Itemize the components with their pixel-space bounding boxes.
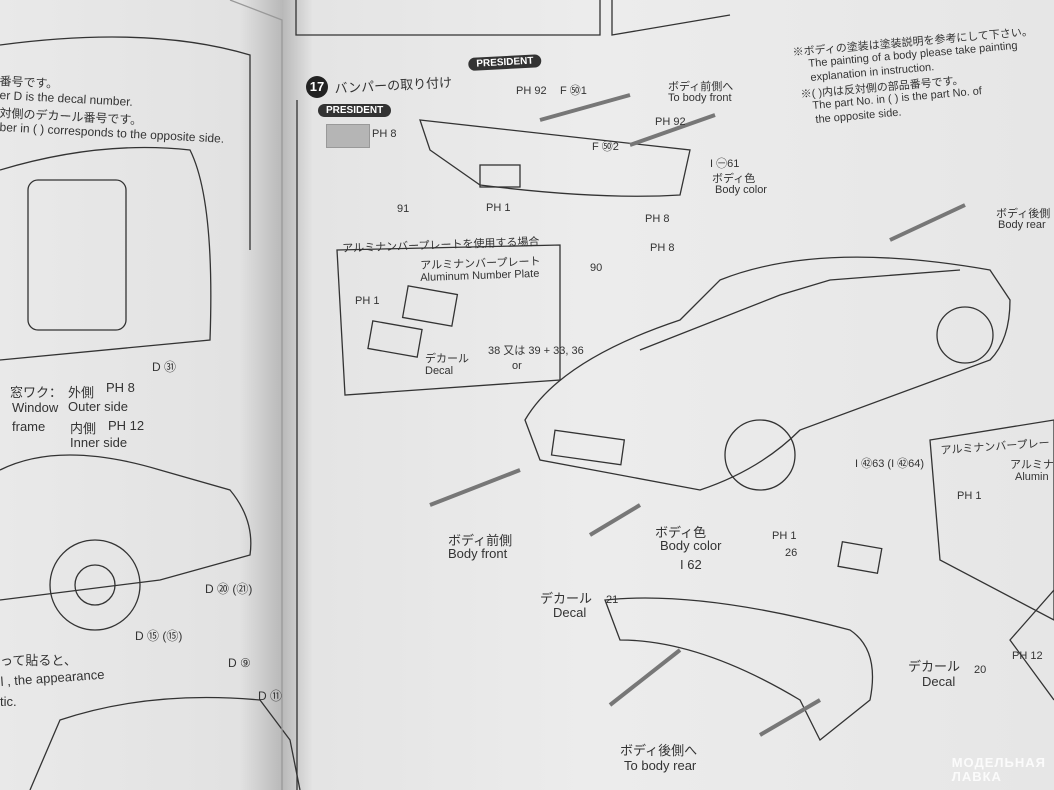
front-bumper <box>419 119 691 197</box>
main-car <box>524 256 1011 491</box>
decal-plate <box>367 320 423 358</box>
inset-label: Alumin <box>1015 471 1049 483</box>
front-wheel <box>724 419 796 491</box>
decal-label: D ⑨ <box>228 656 251 670</box>
grille <box>550 429 626 466</box>
label: デカール <box>908 659 961 674</box>
assembly-arrows <box>429 93 966 737</box>
part-label: 90 <box>590 262 603 274</box>
inset-label: or <box>512 360 522 372</box>
label: ボディ色 <box>655 525 707 540</box>
rear-window <box>27 179 127 331</box>
decal-label: D ⑳ (㉑) <box>205 582 253 596</box>
inset-label: Decal <box>425 365 454 377</box>
part-label: PH 1 <box>355 295 380 307</box>
part-label: PH 92 <box>516 85 547 97</box>
watermark-logo: МОДЕЛЬНАЯ ЛАВКА <box>952 756 1046 784</box>
rear-car <box>29 696 301 790</box>
part-label: PH 1 <box>957 490 982 502</box>
decal-label: D ㉛ <box>152 360 177 374</box>
part-label: I 62 <box>680 557 702 572</box>
car-wheel-hub <box>74 564 116 606</box>
rear-wheel <box>936 306 994 364</box>
decal-label: D ⑮ (⑮) <box>135 629 183 643</box>
rear-window-car <box>0 146 212 361</box>
part-label: F ㊿1 <box>560 85 587 97</box>
president-badge: PRESIDENT <box>318 104 392 117</box>
left-note-box <box>0 36 251 250</box>
label: 内側 <box>70 421 97 436</box>
left-page <box>0 0 282 790</box>
label: frame <box>12 419 46 434</box>
label: Inner side <box>70 435 128 450</box>
label: Body front <box>448 546 508 561</box>
part-label: F ㊿2 <box>592 141 619 153</box>
label: Body rear <box>998 219 1046 231</box>
label: To body rear <box>624 758 697 773</box>
car-roofline <box>639 269 961 351</box>
inset-label: デカール <box>425 353 469 365</box>
inset-label: アルミナ <box>1010 459 1054 471</box>
part-label: I ㊷63 (I ㊷64) <box>855 458 925 470</box>
label: ボディ色 <box>712 173 756 185</box>
car-wheel <box>49 539 141 631</box>
label: ボディ前側 <box>448 533 513 548</box>
color-swatch <box>326 124 370 148</box>
aluminum-plate <box>401 285 459 327</box>
watermark-line: МОДЕЛЬНАЯ <box>951 755 1046 770</box>
part-label: PH 8 <box>372 128 397 140</box>
part-label: PH 8 <box>650 242 675 254</box>
right-edge-part <box>1009 589 1054 701</box>
rear-plate-part <box>837 540 883 575</box>
part-label: PH 8 <box>106 380 135 395</box>
part-label: 20 <box>974 664 987 676</box>
part-label: 26 <box>785 547 798 559</box>
side-car <box>0 454 252 601</box>
decal-label: D ⑪ <box>258 689 283 703</box>
label: 外側 <box>68 385 95 400</box>
label: ボディ後側へ <box>620 743 698 758</box>
number-plate-part <box>479 164 521 188</box>
label: Body color <box>715 184 767 196</box>
part-label: PH 1 <box>772 530 797 542</box>
label: 窓ワク： <box>10 385 63 400</box>
label: ボディ前側へ <box>668 81 734 93</box>
label: って貼ると、 <box>0 653 77 668</box>
part-label: PH 92 <box>655 116 686 128</box>
part-label: PH 12 <box>108 418 145 433</box>
part-label: PH 12 <box>1012 650 1043 662</box>
label: Decal <box>553 605 587 620</box>
part-label: PH 8 <box>645 213 670 225</box>
part-label: 91 <box>397 203 410 215</box>
label: デカール <box>540 591 593 606</box>
step-number: 17 <box>306 76 328 98</box>
part-label: 38 又は 39 + 33, 36 <box>488 345 584 357</box>
rear-bumper <box>604 597 874 742</box>
label: Body color <box>660 538 722 553</box>
label: tic. <box>0 694 17 709</box>
part-label: PH 1 <box>486 202 511 214</box>
label: To body front <box>668 92 732 104</box>
top-box <box>295 0 731 36</box>
part-label: I ㊀61 <box>710 158 740 170</box>
label: ボディ後側 <box>996 208 1051 220</box>
page-fold <box>229 0 283 790</box>
watermark-line: ЛАВКА <box>951 769 1002 784</box>
right-plate-inset <box>929 419 1054 621</box>
label: Outer side <box>68 399 128 414</box>
label: Decal <box>922 674 956 689</box>
label: Window <box>12 400 59 415</box>
part-label: 21 <box>606 594 619 606</box>
